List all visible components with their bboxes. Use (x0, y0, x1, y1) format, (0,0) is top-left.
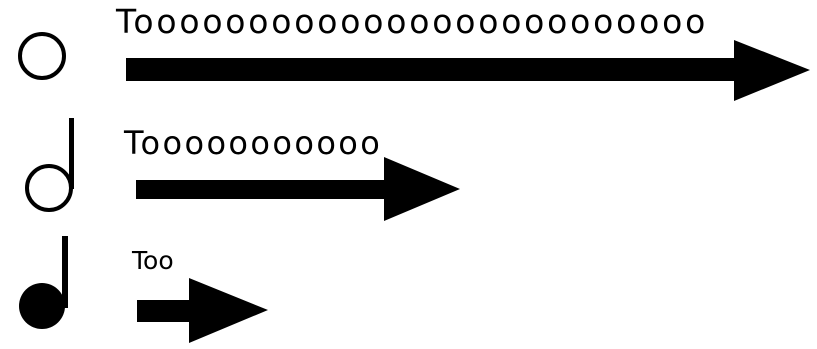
row-half-note: Tooooooooooo (25, 118, 460, 221)
row-quarter-note: Too (19, 236, 268, 343)
row-whole-note: Tooooooooooooooooooooooooo (18, 2, 810, 101)
half-note-icon (25, 118, 74, 212)
quarter-note-icon (19, 236, 68, 329)
long-arrow (126, 40, 810, 101)
short-arrow (137, 278, 268, 343)
row-label-short: Too (131, 246, 174, 275)
row-label-medium: Tooooooooooo (123, 124, 382, 162)
row-label-long: Tooooooooooooooooooooooooo (115, 2, 708, 41)
medium-arrow (136, 157, 460, 221)
whole-note-icon (18, 32, 66, 80)
